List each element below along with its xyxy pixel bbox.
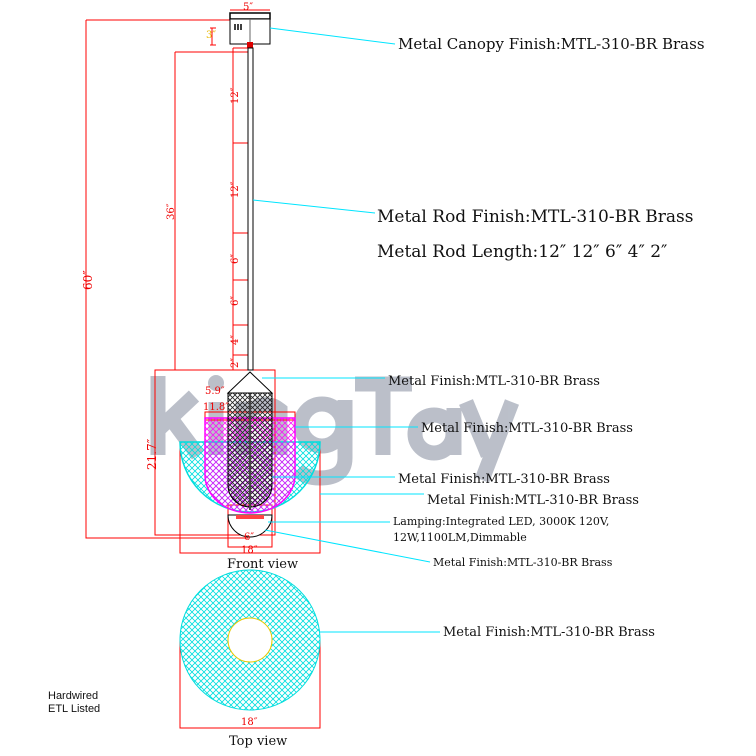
dim-rod-2: 12″ xyxy=(230,181,241,198)
callout-finish-1: Metal Finish:MTL-310-BR Brass xyxy=(388,374,600,389)
dim-rod-5: 4″ xyxy=(230,335,241,345)
dim-overall-60: 60″ xyxy=(81,270,95,290)
dim-canopy-height: 3″ xyxy=(206,30,216,41)
dim-inner-width: 5.9″ xyxy=(205,386,225,397)
dim-rod-1: 12″ xyxy=(230,87,241,104)
callout-finish-5: Metal Finish:MTL-310-BR Brass xyxy=(433,556,613,569)
dim-rod-3: 6″ xyxy=(230,254,241,264)
top-view-shade xyxy=(179,569,321,711)
callout-leaders xyxy=(252,27,440,633)
note-hardwired: Hardwired xyxy=(48,690,99,702)
dim-mid-width: 11.8″ xyxy=(203,402,229,413)
canopy xyxy=(229,12,271,48)
callout-finish-2: Metal Finish:MTL-310-BR Brass xyxy=(421,421,633,436)
dim-rod-4: 6″ xyxy=(230,296,241,306)
top-view-label: Top view xyxy=(229,734,287,749)
callout-finish-3: Metal Finish:MTL-310-BR Brass xyxy=(398,472,610,487)
dim-rod-6: 2″ xyxy=(230,358,241,368)
front-view-shade xyxy=(179,371,321,538)
callout-finish-4: Metal Finish:MTL-310-BR Brass xyxy=(427,493,639,508)
dim-drop-36: 36″ xyxy=(166,203,177,220)
front-view-label: Front view xyxy=(227,557,298,572)
callout-rod-length: Metal Rod Length:12″ 12″ 6″ 4″ 2″ xyxy=(377,242,667,262)
rod xyxy=(247,47,254,371)
callout-lamping-2: 12W,1100LM,Dimmable xyxy=(393,531,527,544)
callout-finish-top: Metal Finish:MTL-310-BR Brass xyxy=(443,625,655,640)
callout-lamping-1: Lamping:Integrated LED, 3000K 120V, xyxy=(393,515,609,528)
note-etl-listed: ETL Listed xyxy=(48,703,101,715)
dim-canopy-width: 5″ xyxy=(243,2,253,13)
notes: Hardwired ETL Listed xyxy=(48,690,100,716)
callout-canopy: Metal Canopy Finish:MTL-310-BR Brass xyxy=(398,35,705,53)
callout-rod-finish: Metal Rod Finish:MTL-310-BR Brass xyxy=(377,207,693,227)
dim-front-width: 18″ xyxy=(241,545,258,556)
dim-bottom-width: 6″ xyxy=(244,532,254,543)
dim-fixture-height: 21.7″ xyxy=(145,438,159,470)
dim-top-width: 18″ xyxy=(241,717,258,728)
